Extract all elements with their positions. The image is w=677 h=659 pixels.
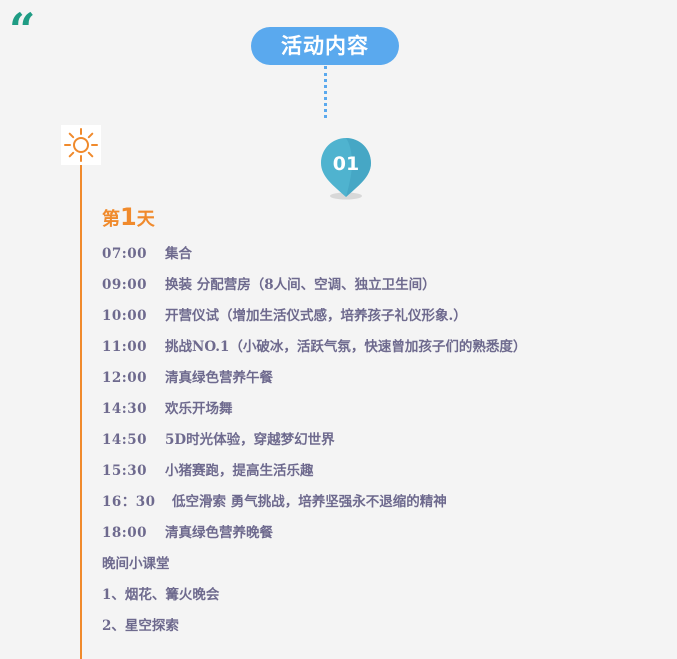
schedule-text: 挑战NO.1（小破冰，活跃气氛，快速曾加孩子们的熟悉度） xyxy=(165,339,527,355)
schedule-item: 07:00 集合 xyxy=(102,241,526,272)
day-pin-label: 01 xyxy=(333,153,359,175)
schedule-time: 12:00 xyxy=(102,370,148,386)
sun-icon-box xyxy=(61,125,101,165)
schedule-text: 欢乐开场舞 xyxy=(165,401,233,417)
day-heading-prefix: 第 xyxy=(102,209,120,230)
schedule-time: 10:00 xyxy=(102,308,148,324)
schedule-time: 14:50 xyxy=(102,432,148,448)
day-heading: 第1天 xyxy=(102,203,155,234)
schedule-text: 2、星空探索 xyxy=(102,618,179,634)
schedule-time: 16：30 xyxy=(102,494,156,510)
schedule-time: 18:00 xyxy=(102,525,148,541)
schedule-item: 14:30 欢乐开场舞 xyxy=(102,396,526,427)
schedule-time: 11:00 xyxy=(102,339,148,355)
schedule-text: 换装 分配营房（8人间、空调、独立卫生间） xyxy=(165,277,436,293)
map-pin-icon: 01 xyxy=(321,138,371,200)
schedule-time: 07:00 xyxy=(102,246,148,262)
activity-title-badge: 活动内容 xyxy=(251,27,399,65)
schedule-item: 14:50 5D时光体验，穿越梦幻世界 xyxy=(102,427,526,458)
schedule-text: 集合 xyxy=(165,246,192,262)
schedule-text: 小猪赛跑，提高生活乐趣 xyxy=(165,463,314,479)
schedule-text: 晚间小课堂 xyxy=(102,556,170,572)
schedule-text: 1、烟花、篝火晚会 xyxy=(102,587,220,603)
schedule-item: 15:30 小猪赛跑，提高生活乐趣 xyxy=(102,458,526,489)
schedule-item: 晚间小课堂 xyxy=(102,551,526,582)
schedule-item: 2、星空探索 xyxy=(102,613,526,644)
quote-icon: “ xyxy=(9,3,36,57)
schedule-text: 低空滑索 勇气挑战，培养坚强永不退缩的精神 xyxy=(172,494,447,510)
dotted-connector xyxy=(324,66,327,118)
schedule-text: 5D时光体验，穿越梦幻世界 xyxy=(165,432,335,448)
day-heading-suffix: 天 xyxy=(136,209,155,230)
schedule-text: 清真绿色营养午餐 xyxy=(165,370,273,386)
schedule-item: 11:00 挑战NO.1（小破冰，活跃气氛，快速曾加孩子们的熟悉度） xyxy=(102,334,526,365)
schedule-text: 开营仪试（增加生活仪式感，培养孩子礼仪形象.） xyxy=(165,308,467,324)
schedule-time: 15:30 xyxy=(102,463,148,479)
schedule-item: 16：30 低空滑索 勇气挑战，培养坚强永不退缩的精神 xyxy=(102,489,526,520)
schedule-item: 1、烟花、篝火晚会 xyxy=(102,582,526,613)
schedule-time: 09:00 xyxy=(102,277,148,293)
schedule-time: 14:30 xyxy=(102,401,148,417)
schedule-item: 18:00 清真绿色营养晚餐 xyxy=(102,520,526,551)
schedule-item: 10:00 开营仪试（增加生活仪式感，培养孩子礼仪形象.） xyxy=(102,303,526,334)
timeline-line xyxy=(80,165,82,659)
schedule-text: 清真绿色营养晚餐 xyxy=(165,525,273,541)
day-heading-number: 1 xyxy=(120,203,137,231)
schedule-item: 12:00 清真绿色营养午餐 xyxy=(102,365,526,396)
schedule-list: 07:00 集合 09:00 换装 分配营房（8人间、空调、独立卫生间） 10:00… xyxy=(102,241,526,644)
schedule-item: 09:00 换装 分配营房（8人间、空调、独立卫生间） xyxy=(102,272,526,303)
sun-icon xyxy=(64,128,98,162)
